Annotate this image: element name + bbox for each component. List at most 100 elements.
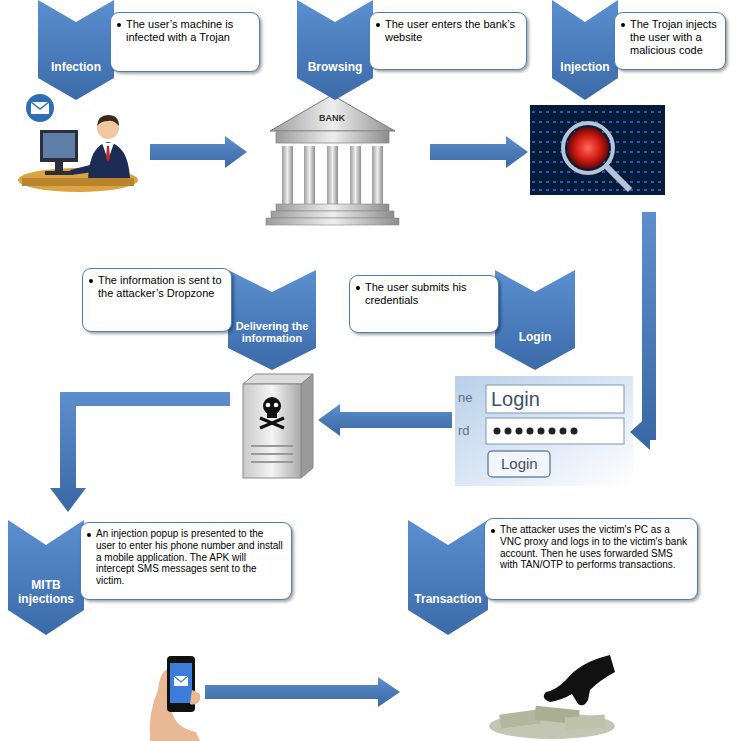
- chevron-shape: [297, 0, 373, 100]
- dropzone-server: [274, 403, 279, 408]
- step-chevron: Infection: [38, 0, 114, 100]
- phone-in-hand: [190, 690, 200, 705]
- login-screen-image: [486, 385, 624, 413]
- chevron-shape: [8, 520, 84, 635]
- login-screen-image: [527, 428, 534, 435]
- step-label: MITB injections: [13, 579, 79, 607]
- bullet-dot: [621, 23, 625, 27]
- step-callout: The attacker uses the victim's PC as a V…: [484, 518, 698, 600]
- bank-building: [276, 131, 389, 143]
- flow-arrow: [150, 136, 247, 168]
- malicious-code-image: [532, 111, 663, 113]
- login-field-text: Login: [491, 388, 540, 410]
- malicious-code-image: [563, 123, 613, 173]
- bullet-dot: [356, 286, 360, 290]
- attack-step: TransactionThe attacker uses the victim'…: [408, 518, 698, 635]
- chevron-shape: [408, 520, 488, 635]
- chevron-shape: [552, 0, 618, 100]
- bank-building: [266, 218, 399, 225]
- attack-step: Infection The user’s machine is infected …: [38, 0, 260, 100]
- step-label: Transaction: [413, 593, 483, 607]
- user-at-desk: [43, 133, 75, 158]
- flow-arrow: [50, 136, 656, 707]
- step-label: Login: [500, 331, 570, 345]
- malicious-code-image: [530, 105, 665, 195]
- step-callout: The information is sent to the attacker’…: [82, 268, 232, 332]
- user-at-desk: [31, 102, 49, 109]
- step-callout: The Trojan injects the user with a malic…: [614, 12, 726, 70]
- bullet-dot: [491, 529, 495, 533]
- user-at-desk: [97, 115, 119, 126]
- malicious-code-image: [567, 127, 609, 169]
- bank-building: [271, 211, 394, 218]
- step-text: The user’s machine is infected with a Tr…: [126, 18, 253, 44]
- user-at-desk: [55, 162, 63, 172]
- bank-building: [276, 204, 389, 211]
- bullet-dot: [117, 23, 121, 27]
- user-at-desk: [45, 171, 73, 175]
- login-screen-image: [549, 428, 556, 435]
- attack-step: MITB injectionsAn injection popup is pre…: [8, 520, 292, 635]
- phone-in-hand: [174, 676, 188, 686]
- bank-building: [350, 146, 361, 204]
- bank-building: [266, 95, 399, 225]
- step-text: The user enters the bank’s website: [385, 18, 520, 44]
- user-at-desk: [88, 142, 130, 178]
- step-label: Infection: [43, 61, 109, 75]
- step-label: Injection: [557, 61, 613, 75]
- user-at-desk: [18, 93, 138, 192]
- field-fragment: ne: [458, 391, 472, 405]
- login-button-text: Login: [501, 456, 538, 473]
- login-screen-image: [488, 451, 550, 477]
- dropzone-server: [251, 461, 293, 463]
- money-and-glove: [489, 655, 615, 739]
- login-screen-image: [571, 428, 578, 435]
- malicious-code-image: [532, 112, 663, 190]
- user-at-desk: [31, 102, 49, 114]
- money-and-glove: [544, 655, 615, 705]
- step-chevron: MITB injections: [8, 520, 84, 635]
- chevron-shape: [8, 520, 84, 635]
- step-callout: The user’s machine is infected with a Tr…: [110, 12, 260, 72]
- dropzone-server: [260, 418, 284, 428]
- flow-arrow: [630, 212, 656, 450]
- step-callout: The user submits his credentials: [349, 275, 499, 333]
- bank-building: [282, 146, 293, 204]
- malicious-code-image: [606, 166, 630, 190]
- flow-arrow: [205, 677, 400, 707]
- chevron-shape: [38, 0, 114, 100]
- dropzone-server: [267, 412, 277, 418]
- user-at-desk: [40, 130, 78, 162]
- login-screen-image: [486, 418, 624, 444]
- attack-step: Delivering the informationThe informatio…: [82, 268, 316, 370]
- dropzone-server: [243, 384, 301, 478]
- dropzone-server: [266, 403, 271, 408]
- login-screen-image: [494, 428, 578, 435]
- step-label: Browsing: [302, 61, 368, 75]
- flow-arrow: [318, 404, 452, 436]
- malicious-code-image: [530, 105, 665, 195]
- bullet-dot: [87, 533, 91, 537]
- user-at-desk: [106, 146, 110, 162]
- step-callout: The user enters the bank’s website: [369, 12, 527, 70]
- step-chevron: Delivering the information: [228, 270, 316, 370]
- step-chevron: Login: [495, 270, 575, 370]
- attack-step: InjectionThe Trojan injects the user wit…: [552, 0, 726, 100]
- login-screen-image: [505, 428, 512, 435]
- step-text: The user submits his credentials: [365, 281, 492, 307]
- user-at-desk: [22, 178, 134, 186]
- field-fragment: rd: [458, 424, 470, 438]
- bank-building: [304, 146, 315, 204]
- phone-in-hand: [170, 663, 192, 703]
- malicious-code-image: [532, 121, 663, 123]
- attack-step: Login The user submits his credentials: [349, 270, 575, 370]
- dropzone-server: [260, 418, 284, 428]
- step-chevron: Transaction: [408, 520, 488, 635]
- chevron-shape: [38, 0, 114, 100]
- login-screen-image: [560, 428, 567, 435]
- step-chevron: Injection: [552, 0, 618, 100]
- chevron-shape: [228, 270, 316, 370]
- attack-step: Browsing The user enters the bank’s websi…: [297, 0, 527, 100]
- chevron-shape: [408, 520, 488, 635]
